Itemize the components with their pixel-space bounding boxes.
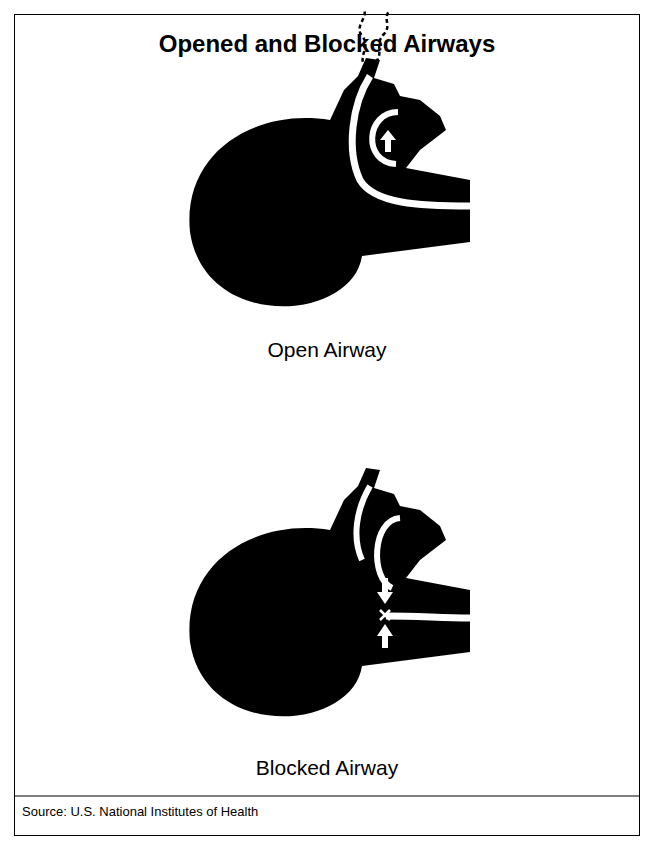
airway-passage [386, 616, 470, 618]
tongue-outline [372, 112, 398, 164]
divider-line [14, 796, 640, 797]
tongue-arrow [380, 130, 396, 152]
tongue-outline [377, 518, 400, 588]
airflow-arrow [377, 624, 393, 648]
blocked-airway-head [189, 468, 470, 716]
source-note: Source: U.S. National Institutes of Heal… [22, 804, 632, 819]
figure-label: Open Airway [14, 338, 640, 362]
airway-passage [356, 486, 370, 560]
airway-passage [352, 76, 470, 206]
tongue-arrow [377, 578, 393, 604]
blockage-mark [380, 610, 390, 620]
figure-title: Opened and Blocked Airways [14, 30, 640, 58]
figure-label: Blocked Airway [14, 756, 640, 780]
